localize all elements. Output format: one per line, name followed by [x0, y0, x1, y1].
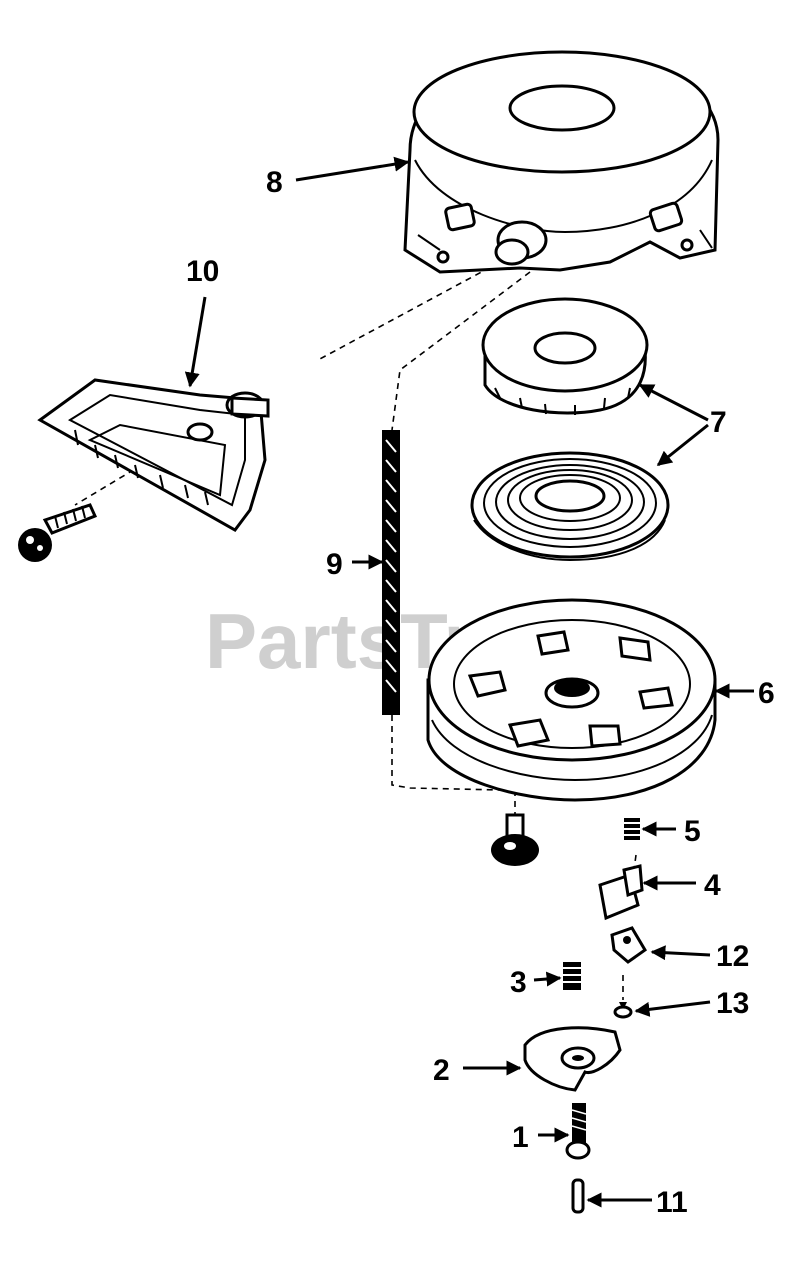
- part-11-pin: [571, 1178, 585, 1214]
- callout-7: 7: [710, 406, 727, 439]
- callout-12: 12: [716, 940, 749, 973]
- part-12-link: [610, 926, 647, 964]
- part-8-starter-housing: [403, 50, 720, 274]
- part-5-spring: [624, 818, 640, 840]
- callout-4: 4: [704, 869, 721, 902]
- leader-10: [184, 296, 207, 388]
- part-10-starter-handle: [37, 378, 270, 532]
- leader-7b: [656, 423, 709, 467]
- part-4-pawl: [598, 864, 644, 921]
- callout-9: 9: [326, 548, 343, 581]
- part-7-spring-cup: [481, 297, 649, 415]
- leader-arrows: [184, 156, 754, 1208]
- callout-2: 2: [433, 1054, 450, 1087]
- leader-12: [650, 945, 711, 961]
- callout-8: 8: [266, 166, 283, 199]
- callout-10: 10: [186, 255, 219, 288]
- center-bolt: [491, 813, 539, 866]
- leader-7a: [638, 383, 709, 422]
- callout-11: 11: [656, 1186, 688, 1219]
- part-7-recoil-spring: [470, 451, 670, 562]
- callout-labels: 8 10 7 9 6 5 4 12 3 13 2 1 11: [186, 166, 775, 1219]
- handle-screw: [18, 503, 98, 562]
- part-13-screw: [613, 1002, 633, 1019]
- callout-5: 5: [684, 815, 701, 848]
- part-6-pulley: [426, 598, 717, 802]
- part-9-starter-rope: [382, 430, 400, 715]
- callout-3: 3: [510, 966, 527, 999]
- leader-8: [295, 156, 410, 182]
- callout-1: 1: [512, 1121, 529, 1154]
- callout-6: 6: [758, 677, 775, 710]
- part-1-screw: [565, 1103, 591, 1160]
- part-2-retainer: [523, 1026, 622, 1092]
- leader-3: [533, 971, 562, 987]
- callout-13: 13: [716, 987, 749, 1020]
- part-3-spring: [563, 962, 581, 990]
- leader-13: [634, 1000, 711, 1017]
